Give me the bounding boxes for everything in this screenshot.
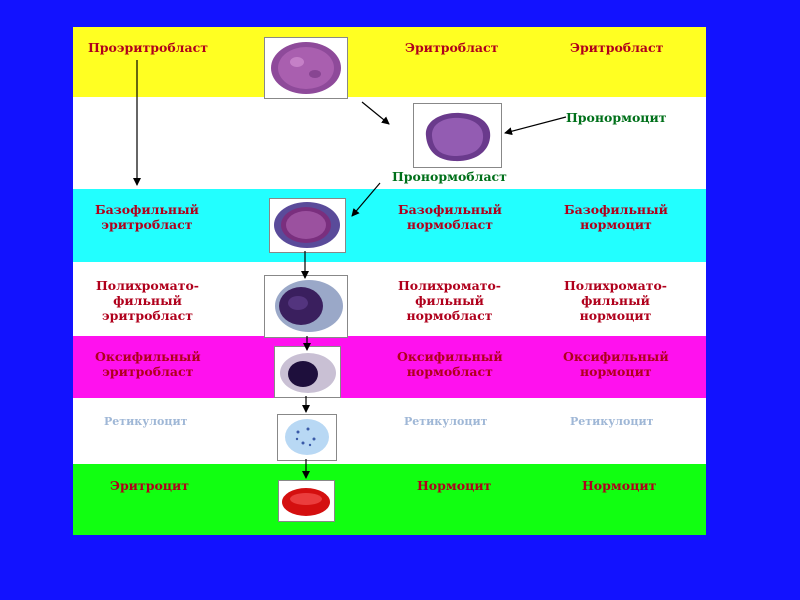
label-line: Оксифильный (95, 349, 201, 364)
label-polychromatophilic-normoblast: Полихромато- фильный нормобласт (398, 278, 501, 323)
label-reticulocyte-col2: Ретикулоцит (404, 415, 488, 428)
label-line: эритробласт (101, 308, 194, 323)
band-oxyphilic (73, 336, 706, 398)
band-polychromatophilic (73, 262, 706, 336)
label-normocyte-col2: Нормоцит (417, 478, 492, 493)
band-reticulocyte (73, 398, 706, 464)
basophilic-erythroblast-cell-svg (274, 202, 340, 248)
label-line: нормобласт (406, 364, 493, 379)
label-erythrocyte: Эритроцит (110, 478, 190, 493)
band-erythrocyte (73, 464, 706, 535)
label-line: фильный (415, 293, 484, 308)
arrow-pronormoblast-to-basophilic (351, 182, 381, 217)
label-basophilic-erythroblast: Базофильный эритробласт (95, 202, 199, 232)
erythrocyte-cell-image (278, 480, 335, 522)
reticulocyte-cell-image (277, 414, 337, 461)
label-erythroblast-col3: Эритробласт (570, 40, 664, 55)
label-line: нормоцит (579, 364, 652, 379)
basophilic-erythroblast-cell-image (269, 198, 346, 253)
label-line: Базофильный (95, 202, 199, 217)
oxyphilic-erythroblast-cell-image (274, 346, 341, 398)
label-basophilic-normoblast: Базофильный нормобласт (398, 202, 502, 232)
label-line: эритробласт (101, 217, 193, 232)
reticulocyte-cell-svg (285, 419, 329, 455)
label-line: нормобласт (406, 308, 493, 323)
label-oxyphilic-normoblast: Оксифильный нормобласт (397, 349, 503, 379)
label-oxyphilic-normocyte: Оксифильный нормоцит (563, 349, 669, 379)
proerythroblast-cell-image (264, 37, 348, 99)
erythrocyte-cell-svg (282, 488, 330, 516)
label-line: Полихромато- (398, 278, 501, 293)
band-pronormocyte (73, 97, 706, 189)
label-line: нормоцит (579, 308, 652, 323)
pronormoblast-cell-image (413, 103, 502, 168)
label-line: фильный (113, 293, 182, 308)
label-pronormoblast: Пронормобласт (392, 169, 507, 184)
label-erythroblast-col2: Эритробласт (405, 40, 499, 55)
label-reticulocyte-col3: Ретикулоцит (570, 415, 654, 428)
label-line: Полихромато- (96, 278, 199, 293)
band-basophilic (73, 189, 706, 262)
arrow-to-pronormoblast (361, 101, 390, 125)
label-line: эритробласт (102, 364, 194, 379)
polychromatophilic-erythroblast-cell-svg (275, 280, 343, 332)
label-polychromatophilic-normocyte: Полихромато- фильный нормоцит (564, 278, 667, 323)
label-line: Полихромато- (564, 278, 667, 293)
label-line: Базофильный (398, 202, 502, 217)
label-oxyphilic-erythroblast: Оксифильный эритробласт (95, 349, 201, 379)
proerythroblast-cell-svg (271, 42, 341, 94)
label-normocyte-col3: Нормоцит (582, 478, 657, 493)
label-line: Оксифильный (397, 349, 503, 364)
label-reticulocyte-col1: Ретикулоцит (104, 415, 188, 428)
arrow-pronormocyte-label (504, 116, 567, 136)
oxyphilic-erythroblast-cell-svg (280, 353, 336, 393)
label-line: нормоцит (580, 217, 652, 232)
label-polychromatophilic-erythroblast: Полихромато- фильный эритробласт (96, 278, 199, 323)
pronormoblast-cell-svg (425, 112, 491, 162)
band-proerythroblast (73, 27, 706, 97)
label-line: нормобласт (406, 217, 493, 232)
label-proerythroblast: Проэритробласт (88, 40, 208, 55)
label-basophilic-normocyte: Базофильный нормоцит (564, 202, 668, 232)
label-line: Оксифильный (563, 349, 669, 364)
label-line: фильный (581, 293, 650, 308)
label-line: Базофильный (564, 202, 668, 217)
label-pronormocyte: Пронормоцит (566, 110, 667, 125)
polychromatophilic-erythroblast-cell-image (264, 275, 348, 338)
